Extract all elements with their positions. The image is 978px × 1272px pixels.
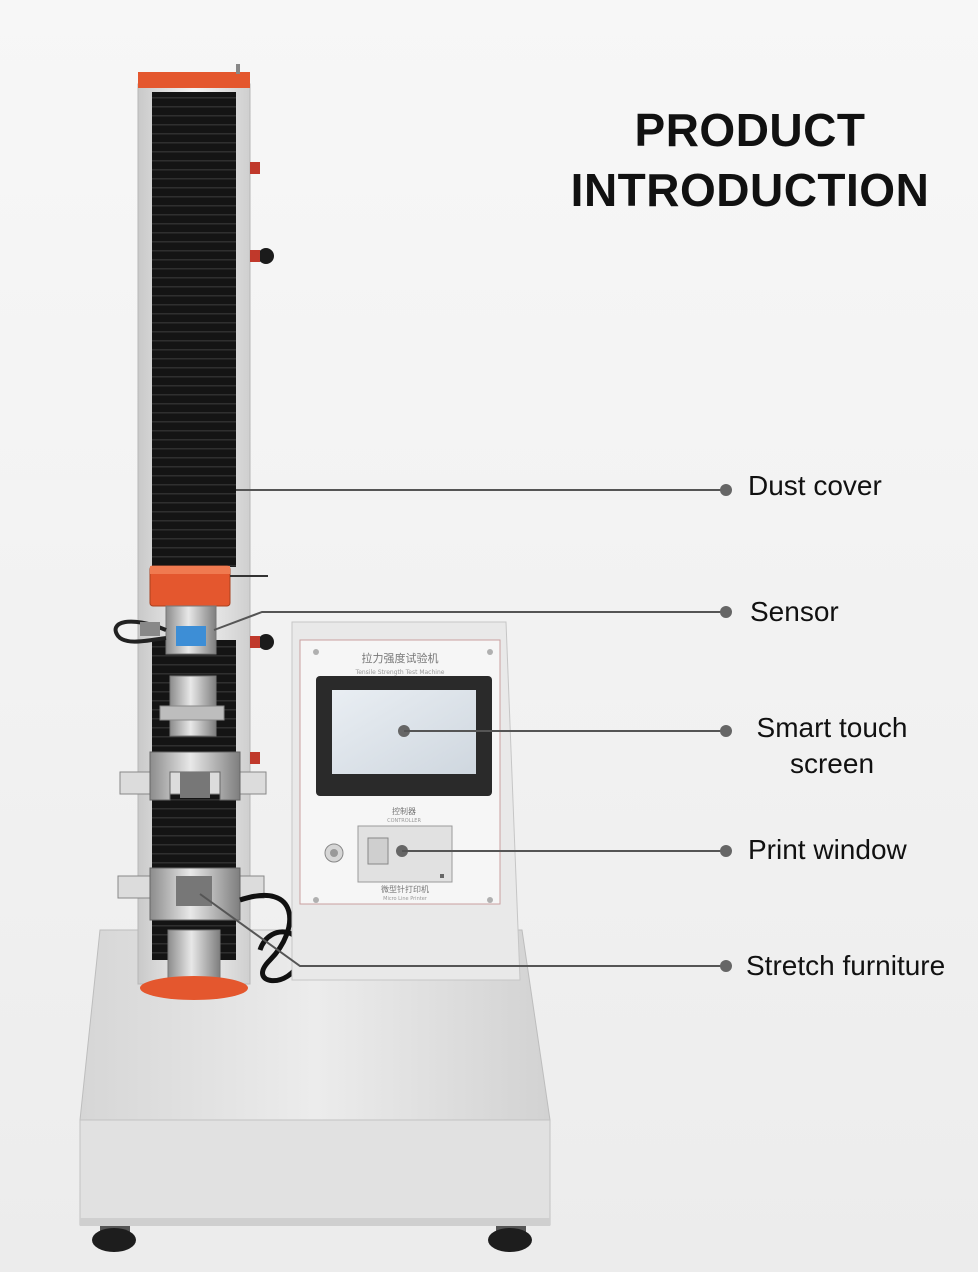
leader-line-stretch-furniture — [199, 893, 732, 972]
callout-label-touch-screen-line1: Smart touch — [756, 712, 908, 743]
upper-fixture-stem — [159, 675, 225, 737]
leader-line-sensor — [213, 606, 732, 631]
base-foot-left — [92, 1226, 136, 1252]
callout-label-stretch-furniture: Stretch furniture — [746, 950, 946, 981]
printer-device — [357, 825, 453, 883]
power-switch — [324, 843, 344, 863]
leader-line-print-window — [396, 845, 732, 857]
callout-label-touch-screen-line2: screen — [789, 748, 875, 779]
printer-sublabel: Micro Line Printer — [383, 896, 428, 902]
panel-title: 拉力强度试验机 — [362, 651, 439, 665]
printer-label: 微型针打印机 — [381, 884, 429, 894]
callout-label-dust-cover: Dust cover — [748, 470, 882, 501]
crosshead — [149, 565, 268, 607]
base-foot-right — [488, 1226, 532, 1252]
callout-label-print-window: Print window — [748, 834, 907, 865]
load-cell-sensor — [113, 605, 217, 655]
callout-label-touch-screen: Smart touch screen — [748, 710, 916, 782]
panel-subtitle: Tensile Strength Test Machine — [355, 669, 445, 676]
title-line-1: PRODUCT — [634, 104, 866, 156]
callout-label-sensor: Sensor — [750, 596, 839, 627]
limit-knobs — [250, 162, 274, 764]
controller-sublabel: CONTROLLER — [387, 818, 421, 824]
leader-line-touch-screen — [398, 725, 732, 737]
title-line-2: INTRODUCTION — [570, 164, 930, 216]
sensor-cable — [239, 892, 305, 984]
lower-grip — [117, 867, 265, 1000]
upper-grip — [119, 751, 267, 801]
controller-label: 控制器 — [392, 806, 416, 816]
leader-line-dust-cover — [236, 484, 732, 496]
page-title: PRODUCT INTRODUCTION — [560, 100, 940, 220]
dust-cover-bellows — [152, 92, 236, 960]
